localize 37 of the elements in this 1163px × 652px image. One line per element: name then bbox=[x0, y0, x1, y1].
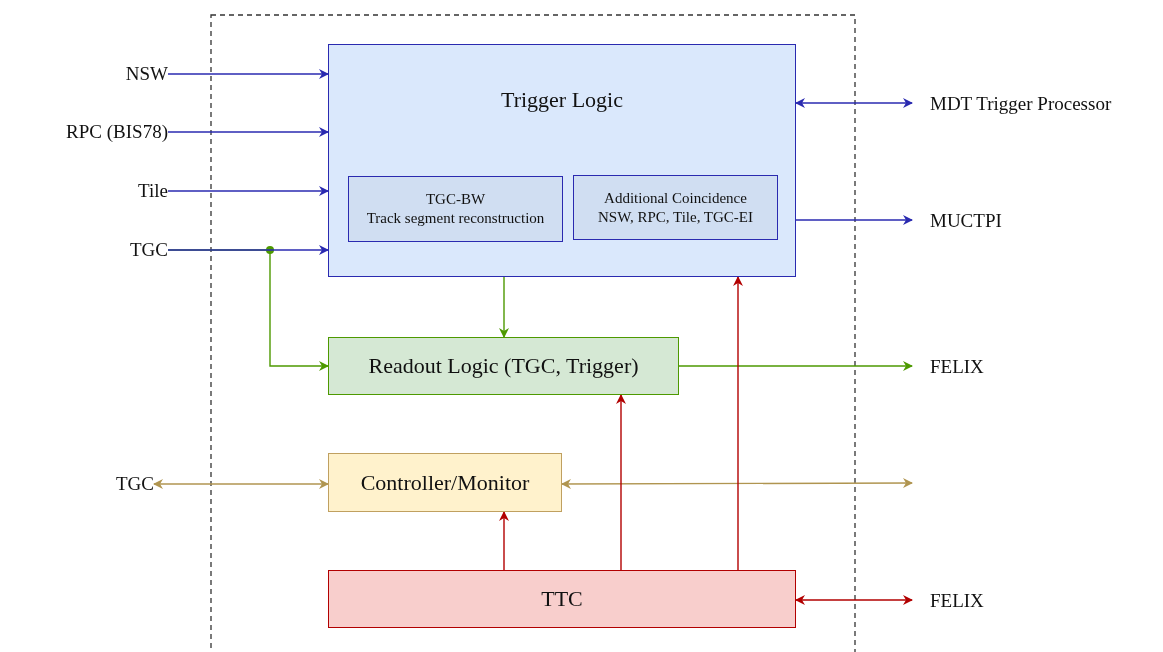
arrow bbox=[795, 215, 913, 225]
block-title: Additional Coincidence bbox=[604, 188, 747, 208]
logic-block bbox=[328, 337, 679, 395]
input-label: Tile bbox=[60, 179, 168, 203]
output-label: MDT Trigger Processor bbox=[912, 92, 1160, 116]
block-title: TTC bbox=[541, 586, 583, 612]
arrow bbox=[795, 595, 913, 605]
logic-sub-block bbox=[573, 175, 778, 240]
arrow bbox=[561, 478, 913, 489]
arrow bbox=[795, 98, 913, 108]
input-label: TGC bbox=[60, 238, 168, 262]
arrow bbox=[616, 394, 626, 571]
block-title: Trigger Logic bbox=[500, 87, 624, 113]
block-title: Controller/Monitor bbox=[360, 469, 530, 496]
logic-block bbox=[328, 570, 796, 628]
output-label: MUCTPI bbox=[912, 209, 1072, 233]
block-description: NSW, RPC, Tile, TGC-EI bbox=[597, 207, 753, 227]
block-title: Readout Logic (TGC, Trigger) bbox=[368, 353, 639, 379]
arrow bbox=[678, 361, 913, 371]
block-description: Track segment reconstruction bbox=[366, 209, 545, 228]
arrow bbox=[499, 276, 509, 338]
arrow bbox=[167, 69, 329, 79]
input-label: NSW bbox=[60, 62, 168, 86]
arrow bbox=[167, 127, 329, 137]
block-title: TGC-BW bbox=[425, 190, 486, 209]
logic-block bbox=[328, 453, 562, 512]
logic-block bbox=[328, 44, 796, 277]
input-label: RPC (BIS78) bbox=[10, 120, 168, 144]
arrow bbox=[167, 186, 329, 196]
arrow bbox=[499, 511, 509, 571]
arrow bbox=[167, 245, 329, 255]
arrow bbox=[153, 479, 329, 489]
output-label: FELIX bbox=[912, 355, 1032, 379]
output-label: FELIX bbox=[912, 589, 1032, 613]
logic-sub-block bbox=[348, 176, 563, 242]
input-label: TGC bbox=[40, 472, 154, 496]
arrow bbox=[733, 276, 743, 571]
